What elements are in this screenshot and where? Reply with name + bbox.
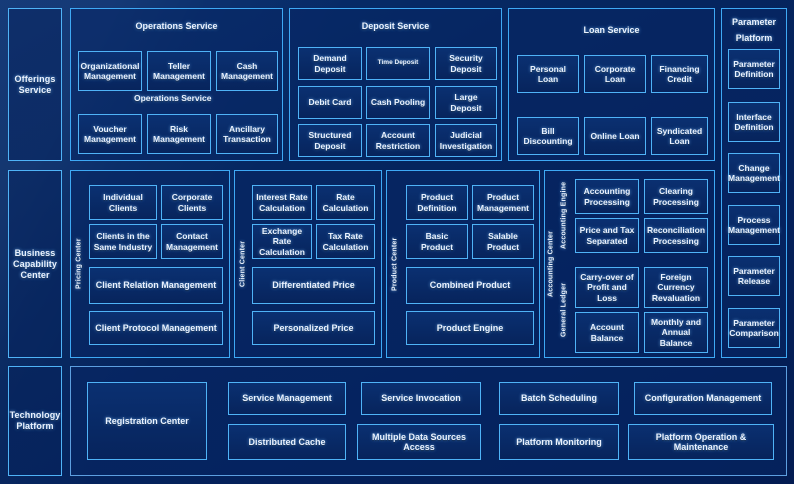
group-title-operations-service: Operations Service xyxy=(135,21,218,31)
tile-exchange-rate-calculation[interactable]: Exchange Rate Calculation xyxy=(252,224,312,259)
tile-interest-rate-calculation[interactable]: Interest Rate Calculation xyxy=(252,185,312,220)
tile-judicial-investigation[interactable]: Judicial Investigation xyxy=(435,124,497,157)
tile-process-management[interactable]: Process Management xyxy=(728,205,780,245)
tile-ancillary-transaction[interactable]: Ancillary Transaction xyxy=(216,114,278,154)
tile-individual-clients[interactable]: Individual Clients xyxy=(89,185,157,220)
tile-tax-rate-calculation[interactable]: Tax Rate Calculation xyxy=(316,224,375,259)
tile-cash-management[interactable]: Cash Management xyxy=(216,51,278,91)
tile-parameter-release[interactable]: Parameter Release xyxy=(728,256,780,296)
tile-price-and-tax-separated[interactable]: Price and Tax Separated xyxy=(575,218,639,253)
tile-corporate-clients[interactable]: Corporate Clients xyxy=(161,185,223,220)
tile-configuration-management[interactable]: Configuration Management xyxy=(634,382,772,415)
tile-combined-product[interactable]: Combined Product xyxy=(406,267,534,304)
group-deposit-service: Deposit Service Demand Deposit Time Depo… xyxy=(289,8,502,161)
tile-large-deposit[interactable]: Large Deposit xyxy=(435,86,497,119)
tile-client-relation-management[interactable]: Client Relation Management xyxy=(89,267,223,304)
row-label-text: Business Capability Center xyxy=(12,247,57,280)
tile-distributed-cache[interactable]: Distributed Cache xyxy=(228,424,346,460)
group-parameter-platform: Parameter Platform Parameter Definition … xyxy=(721,8,787,358)
tile-risk-management[interactable]: Risk Management xyxy=(147,114,211,154)
tile-account-balance[interactable]: Account Balance xyxy=(575,312,639,353)
group-vertical-label-accounting-center: Accounting Center xyxy=(547,231,555,298)
row-label-technology-platform: Technology Platform xyxy=(8,366,62,476)
tile-clearing-processing[interactable]: Clearing Processing xyxy=(644,179,708,214)
tile-parameter-comparison[interactable]: Parameter Comparison xyxy=(728,308,780,348)
subgroup-vertical-label-accounting-engine: Accounting Engine xyxy=(560,181,568,249)
tile-salable-product[interactable]: Salable Product xyxy=(472,224,534,259)
group-pricing-center: Pricing Center Individual Clients Corpor… xyxy=(70,170,230,358)
group-client-center: Client Center Interest Rate Calculation … xyxy=(234,170,382,358)
tile-product-engine[interactable]: Product Engine xyxy=(406,311,534,345)
tile-time-deposit[interactable]: Time Deposit xyxy=(366,47,430,80)
tile-parameter-definition[interactable]: Parameter Definition xyxy=(728,49,780,89)
row-label-text: Technology Platform xyxy=(9,410,61,431)
tile-structured-deposit[interactable]: Structured Deposit xyxy=(298,124,362,157)
subgroup-vertical-label-general-ledger: General Ledger xyxy=(560,282,568,338)
group-accounting-center: Accounting Center Accounting Engine Acco… xyxy=(544,170,715,358)
tile-contact-management[interactable]: Contact Management xyxy=(161,224,223,259)
tile-differentiated-price[interactable]: Differentiated Price xyxy=(252,267,375,304)
tile-client-protocol-management[interactable]: Client Protocol Management xyxy=(89,311,223,345)
tile-bill-discounting[interactable]: Bill Discounting xyxy=(517,117,579,155)
group-vertical-label-client-center: Client Center xyxy=(239,240,247,288)
tile-personalized-price[interactable]: Personalized Price xyxy=(252,311,375,345)
tile-product-management[interactable]: Product Management xyxy=(472,185,534,220)
tile-rate-calculation[interactable]: Rate Calculation xyxy=(316,185,375,220)
tile-carry-over-of-profit-and-loss[interactable]: Carry-over of Profit and Loss xyxy=(575,267,639,308)
tile-syndicated-loan[interactable]: Syndicated Loan xyxy=(651,117,708,155)
tile-demand-deposit[interactable]: Demand Deposit xyxy=(298,47,362,80)
tile-personal-loan[interactable]: Personal Loan xyxy=(517,55,579,93)
tile-reconciliation-processing[interactable]: Reconciliation Processing xyxy=(644,218,708,253)
tile-online-loan[interactable]: Online Loan xyxy=(584,117,646,155)
tile-foreign-currency-revaluation[interactable]: Foreign Currency Revaluation xyxy=(644,267,708,308)
parameter-platform-title-line2: Platform xyxy=(735,33,773,43)
tile-account-restriction[interactable]: Account Restriction xyxy=(366,124,430,157)
tile-cash-pooling[interactable]: Cash Pooling xyxy=(366,86,430,119)
tile-clients-in-the-same-industry[interactable]: Clients in the Same Industry xyxy=(89,224,157,259)
tile-accounting-processing[interactable]: Accounting Processing xyxy=(575,179,639,214)
parameter-platform-title-line1: Parameter xyxy=(731,17,777,27)
tile-corporate-loan[interactable]: Corporate Loan xyxy=(584,55,646,93)
tile-interface-definition[interactable]: Interface Definition xyxy=(728,102,780,142)
tile-registration-center[interactable]: Registration Center xyxy=(87,382,207,460)
tile-teller-management[interactable]: Teller Management xyxy=(147,51,211,91)
tile-voucher-management[interactable]: Voucher Management xyxy=(78,114,142,154)
tile-change-management[interactable]: Change Management xyxy=(728,153,780,193)
row-label-text: Offerings Service xyxy=(14,73,56,95)
group-vertical-label-product-center: Product Center xyxy=(391,237,399,291)
tile-monthly-and-annual-balance[interactable]: Monthly and Annual Balance xyxy=(644,312,708,353)
tile-financing-credit[interactable]: Financing Credit xyxy=(651,55,708,93)
tile-multiple-data-sources-access[interactable]: Multiple Data Sources Access xyxy=(357,424,481,460)
group-vertical-label-pricing-center: Pricing Center xyxy=(75,238,83,290)
tile-basic-product[interactable]: Basic Product xyxy=(406,224,468,259)
group-loan-service: Loan Service Personal Loan Corporate Loa… xyxy=(508,8,715,161)
tile-organizational-management[interactable]: Organizational Management xyxy=(78,51,142,91)
group-title-deposit-service: Deposit Service xyxy=(361,21,430,31)
tile-security-deposit[interactable]: Security Deposit xyxy=(435,47,497,80)
tile-product-definition[interactable]: Product Definition xyxy=(406,185,468,220)
group-title-loan-service: Loan Service xyxy=(583,25,640,35)
tile-debit-card[interactable]: Debit Card xyxy=(298,86,362,119)
row-label-business-capability-center: Business Capability Center xyxy=(8,170,62,358)
tile-service-management[interactable]: Service Management xyxy=(228,382,346,415)
tile-service-invocation[interactable]: Service Invocation xyxy=(361,382,481,415)
group-product-center: Product Center Product Definition Produc… xyxy=(386,170,540,358)
tile-platform-monitoring[interactable]: Platform Monitoring xyxy=(499,424,619,460)
group-title-operations-service-duplicate: Operations Service xyxy=(134,93,212,103)
tile-platform-operation-maintenance[interactable]: Platform Operation & Maintenance xyxy=(628,424,774,460)
group-technology-platform: Registration Center Service Management S… xyxy=(70,366,787,476)
group-operations-service: Operations Service Organizational Manage… xyxy=(70,8,283,161)
tile-batch-scheduling[interactable]: Batch Scheduling xyxy=(499,382,619,415)
row-label-offerings-service: Offerings Service xyxy=(8,8,62,161)
